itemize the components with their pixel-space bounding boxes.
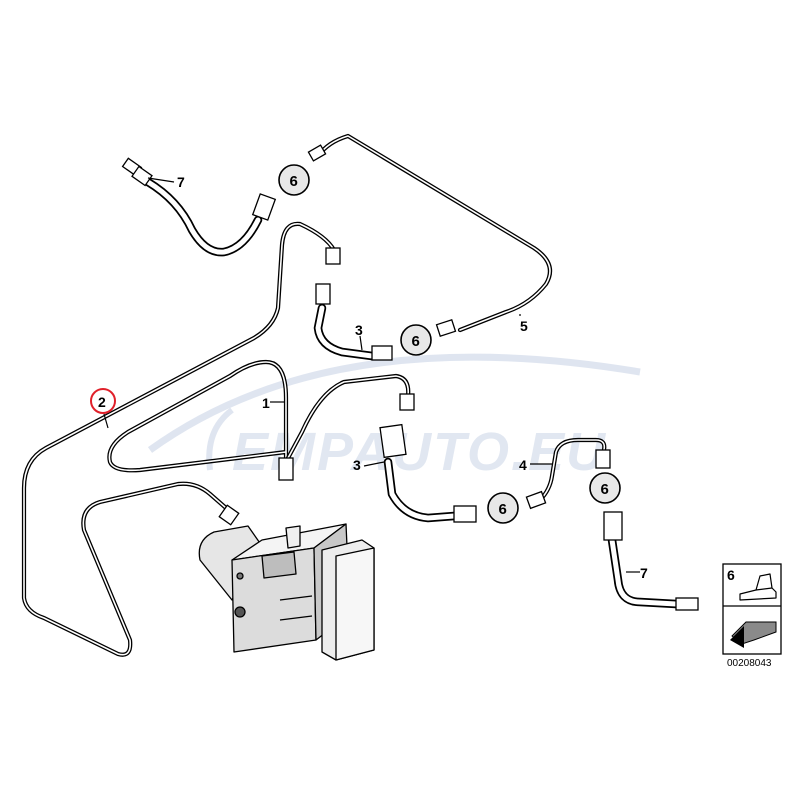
leader-lines: [103, 177, 640, 573]
watermark: EMPAUTO.EU: [147, 353, 641, 482]
svg-text:6: 6: [499, 501, 507, 518]
brake-pipe-1: [107, 359, 411, 473]
brake-pipe-4: [537, 437, 607, 503]
legend-part-number: 00208043: [727, 658, 772, 669]
fittings: [121, 144, 699, 611]
callout-labels: 7 1 3 3 4 5 7 2: [90, 174, 648, 581]
brake-pipe-2: [21, 221, 337, 657]
svg-text:6: 6: [290, 173, 298, 190]
callout-7-lower: 7: [640, 565, 648, 581]
clip-callout-3: 6: [487, 492, 519, 524]
callout-7-upper: 7: [177, 174, 185, 190]
watermark-text: EMPAUTO.EU: [232, 422, 607, 482]
clip-icon: [739, 573, 777, 601]
brake-hose-7-upper: [143, 177, 263, 257]
legend-item-number: 6: [727, 567, 735, 583]
highlight-circle-2: [90, 388, 116, 414]
brake-hose-7-lower: [607, 535, 681, 609]
clip-callout-4: 6: [589, 472, 621, 504]
callout-3-upper: 3: [355, 322, 363, 338]
callout-5: 5: [520, 318, 528, 334]
clip-callout-1: 6: [278, 164, 310, 196]
callout-4: 4: [519, 457, 527, 473]
callout-1: 1: [262, 395, 270, 411]
abs-hydraulic-unit: [198, 523, 375, 661]
brake-hose-3-lower: [383, 457, 459, 523]
callout-2: 2: [98, 394, 106, 410]
brake-pipe-5: [315, 133, 553, 333]
svg-text:6: 6: [601, 481, 609, 498]
clip-callout-2: 6: [400, 324, 432, 356]
svg-text:6: 6: [412, 333, 420, 350]
arrow-icon: [730, 621, 777, 648]
callout-3-lower: 3: [353, 457, 361, 473]
legend-box: 6 00208043: [722, 563, 782, 669]
brake-hose-3-upper: [313, 303, 377, 361]
clip-callouts: 6 6 6 6: [278, 164, 621, 524]
